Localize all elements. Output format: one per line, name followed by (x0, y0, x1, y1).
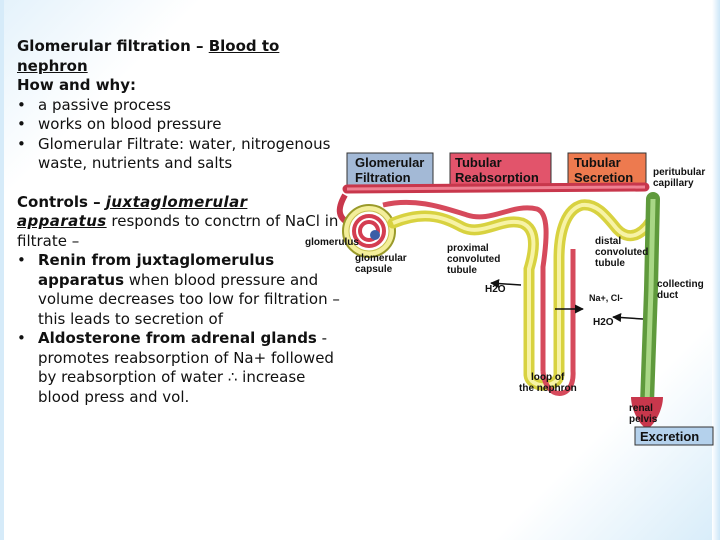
how-bullet-list: a passive process works on blood pressur… (17, 96, 347, 174)
secretion-header-line1: Tubular (574, 155, 621, 170)
collecting-label-line1: collecting (657, 279, 704, 290)
controls-bullet-list: Renin from juxtaglomerulus apparatus whe… (17, 251, 347, 407)
proximal-convoluted-tubule (387, 210, 539, 380)
how-heading: How and why: (17, 76, 137, 94)
capsule-label-line2: capsule (355, 264, 393, 275)
peritubular-label-line1: peritubular (653, 167, 705, 178)
collecting-label-line2: duct (657, 290, 679, 301)
how-bullet: a passive process (17, 96, 347, 116)
renin-bold: Renin from juxtaglomerulus apparatus (38, 251, 275, 289)
right-accent-bar (712, 0, 720, 540)
nephron-svg: Glomerular Filtration Tubular Reabsorpti… (305, 152, 714, 446)
na-cl-label: Na+, Cl- (589, 293, 623, 303)
proximal-label-line1: proximal (447, 243, 489, 254)
loop-label-line1: loop of (531, 372, 565, 383)
renin-rest: when blood pressure and volume decreases… (38, 270, 340, 328)
reabsorption-header-line1: Tubular (455, 155, 502, 170)
peritubular-label-line2: capillary (653, 178, 694, 189)
reabsorption-header-line2: Reabsorption (455, 170, 539, 185)
distal-label-line3: tubule (595, 258, 625, 269)
capsule-label-line1: glomerular (355, 253, 407, 264)
text-panel: Glomerular filtration – Blood to nephron… (17, 37, 347, 407)
controls-term: juxtaglomerular (105, 192, 248, 211)
glomerulus-label: glomerulus (305, 237, 359, 248)
title-underlined-text: Blood to nephron (17, 37, 280, 75)
excretion-box (634, 426, 714, 446)
filtration-header-box (346, 152, 434, 188)
h2o-right-arrow (612, 313, 644, 323)
h2o-right-label: H2O (593, 317, 614, 328)
renin-bullet: Renin from juxtaglomerulus apparatus whe… (17, 251, 347, 329)
controls-rest: responds to conctrn of NaCl in filtrate … (17, 212, 339, 250)
nephron-diagram: Glomerular Filtration Tubular Reabsorpti… (297, 139, 720, 455)
left-accent-bar (0, 0, 4, 540)
controls-term-2: apparatus (17, 212, 107, 230)
controls-lead: Controls – (17, 192, 106, 211)
secretion-header-line2: Secretion (574, 170, 633, 185)
distal-label-line2: convoluted (595, 247, 648, 258)
glomerulus-capillary-tuft (352, 214, 386, 248)
distal-label-line1: distal (595, 236, 621, 247)
renal-pelvis (631, 397, 663, 429)
h2o-left-arrow (490, 279, 522, 289)
proximal-label-line3: tubule (447, 265, 477, 276)
pelvis-label-line1: renal (629, 403, 653, 414)
reabsorption-header-box (449, 152, 552, 188)
filtration-header-line2: Filtration (355, 170, 411, 185)
loop-label-line2: the nephron (519, 383, 577, 394)
filtration-header-line1: Glomerular (355, 155, 424, 170)
aldosterone-rest: - promotes reabsorption of Na+ followed … (38, 329, 334, 406)
aldosterone-bullet: Aldosterone from adrenal glands - promot… (17, 329, 347, 407)
how-bullet: Glomerular Filtrate: water, nitrogenous … (17, 135, 347, 174)
aldosterone-bold: Aldosterone from adrenal glands (38, 329, 317, 347)
proximal-label-line2: convoluted (447, 254, 500, 265)
secretion-header-box (567, 152, 647, 188)
excretion-label: Excretion (640, 429, 699, 444)
title-text: Glomerular filtration – (17, 37, 209, 55)
how-bullet: works on blood pressure (17, 115, 347, 135)
pelvis-label-line2: pelvis (629, 414, 658, 425)
h2o-left-label: H2O (485, 284, 506, 295)
slide-title: Glomerular filtration – Blood to nephron (17, 37, 347, 76)
